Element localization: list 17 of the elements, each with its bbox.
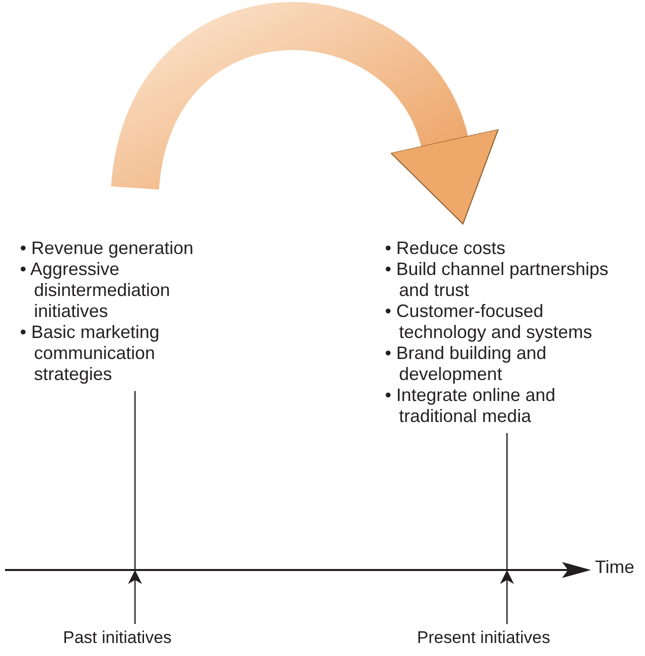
curved-arrow	[111, 2, 497, 222]
arrow	[500, 570, 514, 624]
bullet-item: • Integrate online and traditional media	[385, 385, 556, 427]
connector-line	[506, 433, 508, 569]
bullet-item: • Customer-focused technology and systems	[385, 301, 594, 343]
timeline-label: Present initiatives	[417, 628, 550, 648]
bullet-item: • Reduce costs	[385, 238, 506, 259]
arrow	[128, 570, 142, 624]
bullet-item: • Brand building and development	[385, 343, 548, 385]
bullet-item: • Build channel partnerships and trust	[385, 259, 610, 301]
bullet-item: • Revenue generation	[20, 238, 194, 259]
timeline-label: Past initiatives	[63, 628, 172, 648]
time-axis	[5, 562, 591, 578]
bullet-item: • Basic marketing communication strategies	[20, 322, 160, 385]
axis-label: Time	[595, 557, 634, 578]
connector-line	[134, 391, 136, 569]
bullet-item: • Aggressive disintermediation initiatives	[20, 259, 172, 322]
